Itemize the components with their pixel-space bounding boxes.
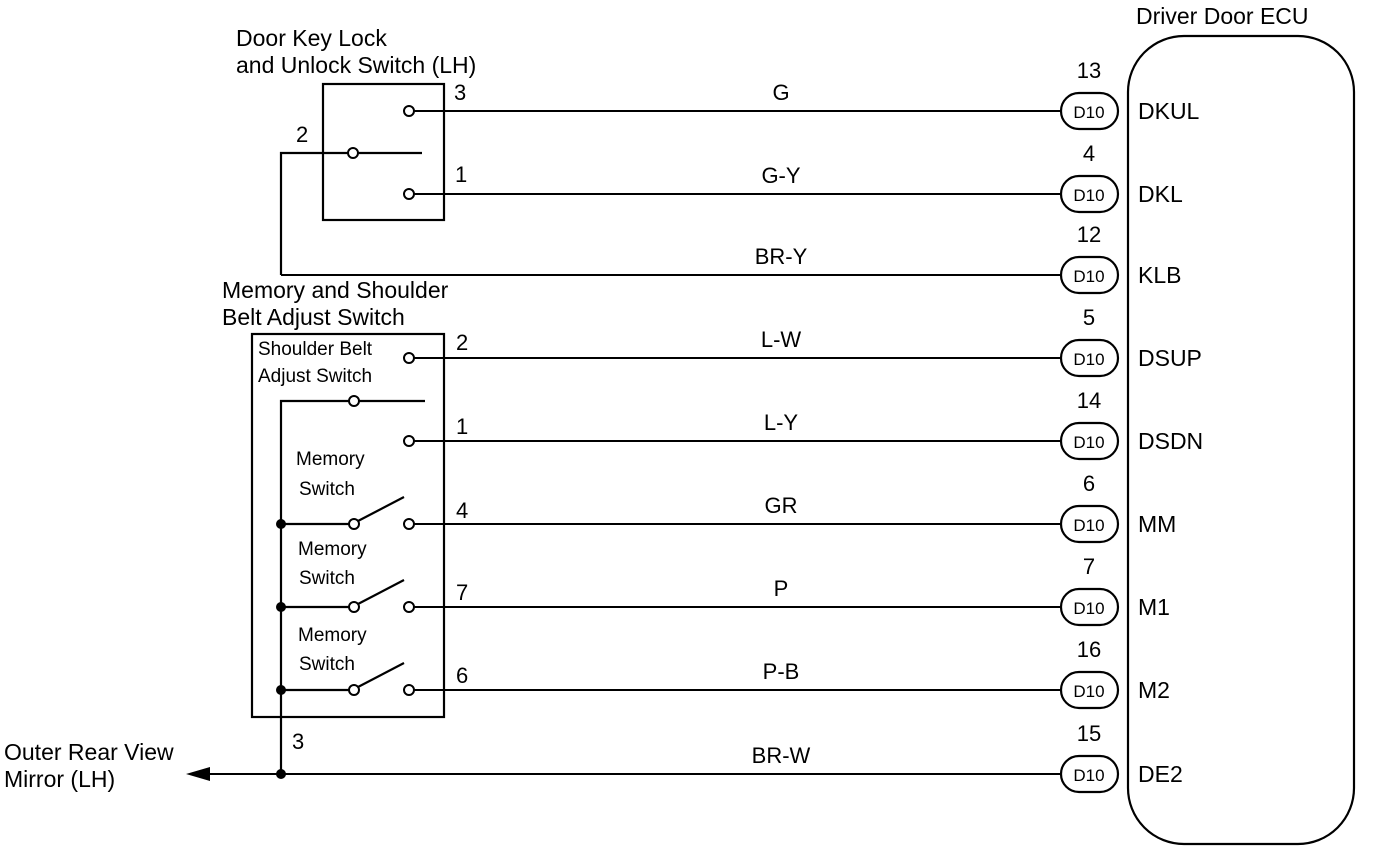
memory-switch-1-blade [357, 496, 405, 522]
memory-switch-pin-1: 1 [456, 414, 468, 439]
ecu-pin-number: 6 [1083, 471, 1095, 496]
ecu-terminal-name: DKUL [1138, 98, 1200, 124]
connector-label: D10 [1073, 103, 1104, 122]
memory-switch-pin-3: 3 [292, 729, 304, 754]
shoulder-belt-down-terminal [403, 435, 415, 447]
wire-color-label: L-Y [764, 410, 799, 435]
connector-oval [1059, 255, 1120, 295]
memory-switch-2-label-line1: Memory [298, 539, 367, 560]
key-switch-title-line1: Door Key Lock [236, 25, 387, 51]
mirror-arrow-icon [186, 767, 210, 781]
key-switch-pin-2: 2 [296, 122, 308, 147]
memory-switch-2-blade [357, 579, 405, 605]
connector-label: D10 [1073, 267, 1104, 286]
memory-switch-2-junction [276, 602, 286, 612]
wire-color-label: L-W [761, 327, 802, 352]
memory-switch-3-label-line2: Switch [299, 654, 355, 675]
memory-switch-3-junction [276, 685, 286, 695]
connector-oval [1059, 504, 1120, 544]
memory-switch-2-label-line2: Switch [299, 568, 355, 589]
memory-switch-pin-7: 7 [456, 580, 468, 605]
ecu-pin-number: 12 [1077, 222, 1101, 247]
ecu-terminal-name: DE2 [1138, 761, 1183, 787]
shoulder-belt-label-line1: Shoulder Belt [258, 339, 373, 360]
connector-oval [1059, 670, 1120, 710]
key-switch-common-wire [279, 151, 348, 275]
key-switch-pin-3: 3 [454, 80, 466, 105]
connector-oval [1059, 338, 1120, 378]
shoulder-belt-label-line2: Adjust Switch [258, 366, 372, 387]
ecu-pin-number: 15 [1077, 721, 1101, 746]
ecu-pin-number: 4 [1083, 141, 1095, 166]
ecu-terminal-name: M2 [1138, 677, 1170, 703]
ecu-pin-number: 5 [1083, 305, 1095, 330]
ecu-pin-number: 16 [1077, 637, 1101, 662]
memory-switch-pin-2: 2 [456, 330, 468, 355]
wire-color-label: BR-W [752, 743, 811, 768]
memory-switch-pin-4: 4 [456, 498, 468, 523]
ecu-pin-number: 7 [1083, 554, 1095, 579]
connector-label: D10 [1073, 682, 1104, 701]
connector-label: D10 [1073, 186, 1104, 205]
connector-label: D10 [1073, 350, 1104, 369]
connector-oval [1059, 587, 1120, 627]
ecu-terminal-name: MM [1138, 511, 1176, 537]
ecu-body [1126, 34, 1356, 846]
connector-oval [1059, 174, 1120, 214]
wire-color-label: G-Y [761, 163, 800, 188]
mirror-label-line2: Mirror (LH) [4, 766, 115, 792]
ecu-title: Driver Door ECU [1136, 3, 1309, 29]
mirror-label-line1: Outer Rear View [4, 739, 174, 765]
memory-switch-3-terminal [403, 684, 415, 696]
memory-switch-2-terminal [403, 601, 415, 613]
memory-switch-common-bus [279, 399, 349, 774]
connector-label: D10 [1073, 433, 1104, 452]
memory-switch-3-common-terminal [348, 684, 360, 696]
key-switch-unlock-terminal [403, 105, 415, 117]
connector-label: D10 [1073, 516, 1104, 535]
shoulder-belt-up-terminal [403, 352, 415, 364]
memory-switch-title-line1: Memory and Shoulder [222, 277, 449, 303]
wire-color-label: BR-Y [755, 244, 808, 269]
memory-switch-3-blade [357, 662, 405, 688]
shoulder-belt-common-terminal [348, 395, 360, 407]
key-switch-title-line2: and Unlock Switch (LH) [236, 52, 476, 78]
memory-switch-box [250, 332, 446, 719]
memory-switch-title-line2: Belt Adjust Switch [222, 304, 405, 330]
memory-switch-1-label-line1: Memory [296, 449, 365, 470]
memory-switch-pin-6: 6 [456, 663, 468, 688]
key-switch-lock-terminal [403, 188, 415, 200]
ecu-pin-number: 14 [1077, 388, 1101, 413]
ecu-terminal-name: DKL [1138, 181, 1183, 207]
ecu-terminal-name: DSUP [1138, 345, 1202, 371]
connector-oval [1059, 91, 1120, 131]
key-switch-pin-1: 1 [455, 162, 467, 187]
ecu-terminal-name: KLB [1138, 262, 1181, 288]
ecu-pin-number: 13 [1077, 58, 1101, 83]
memory-switch-2-common-terminal [348, 601, 360, 613]
ecu-terminal-name: M1 [1138, 594, 1170, 620]
wire-color-label: G [772, 80, 789, 105]
memory-switch-3-label-line1: Memory [298, 625, 367, 646]
connector-label: D10 [1073, 766, 1104, 785]
ecu-terminal-name: DSDN [1138, 428, 1203, 454]
wire-color-label: P-B [763, 659, 800, 684]
memory-switch-1-label-line2: Switch [299, 479, 355, 500]
wire-color-label: P [774, 576, 789, 601]
connector-label: D10 [1073, 599, 1104, 618]
memory-switch-1-junction [276, 519, 286, 529]
key-switch-common-terminal [347, 147, 359, 159]
connector-oval [1059, 754, 1120, 794]
wire-color-label: GR [765, 493, 798, 518]
memory-switch-1-terminal [403, 518, 415, 530]
memory-switch-1-common-terminal [348, 518, 360, 530]
connector-oval [1059, 421, 1120, 461]
